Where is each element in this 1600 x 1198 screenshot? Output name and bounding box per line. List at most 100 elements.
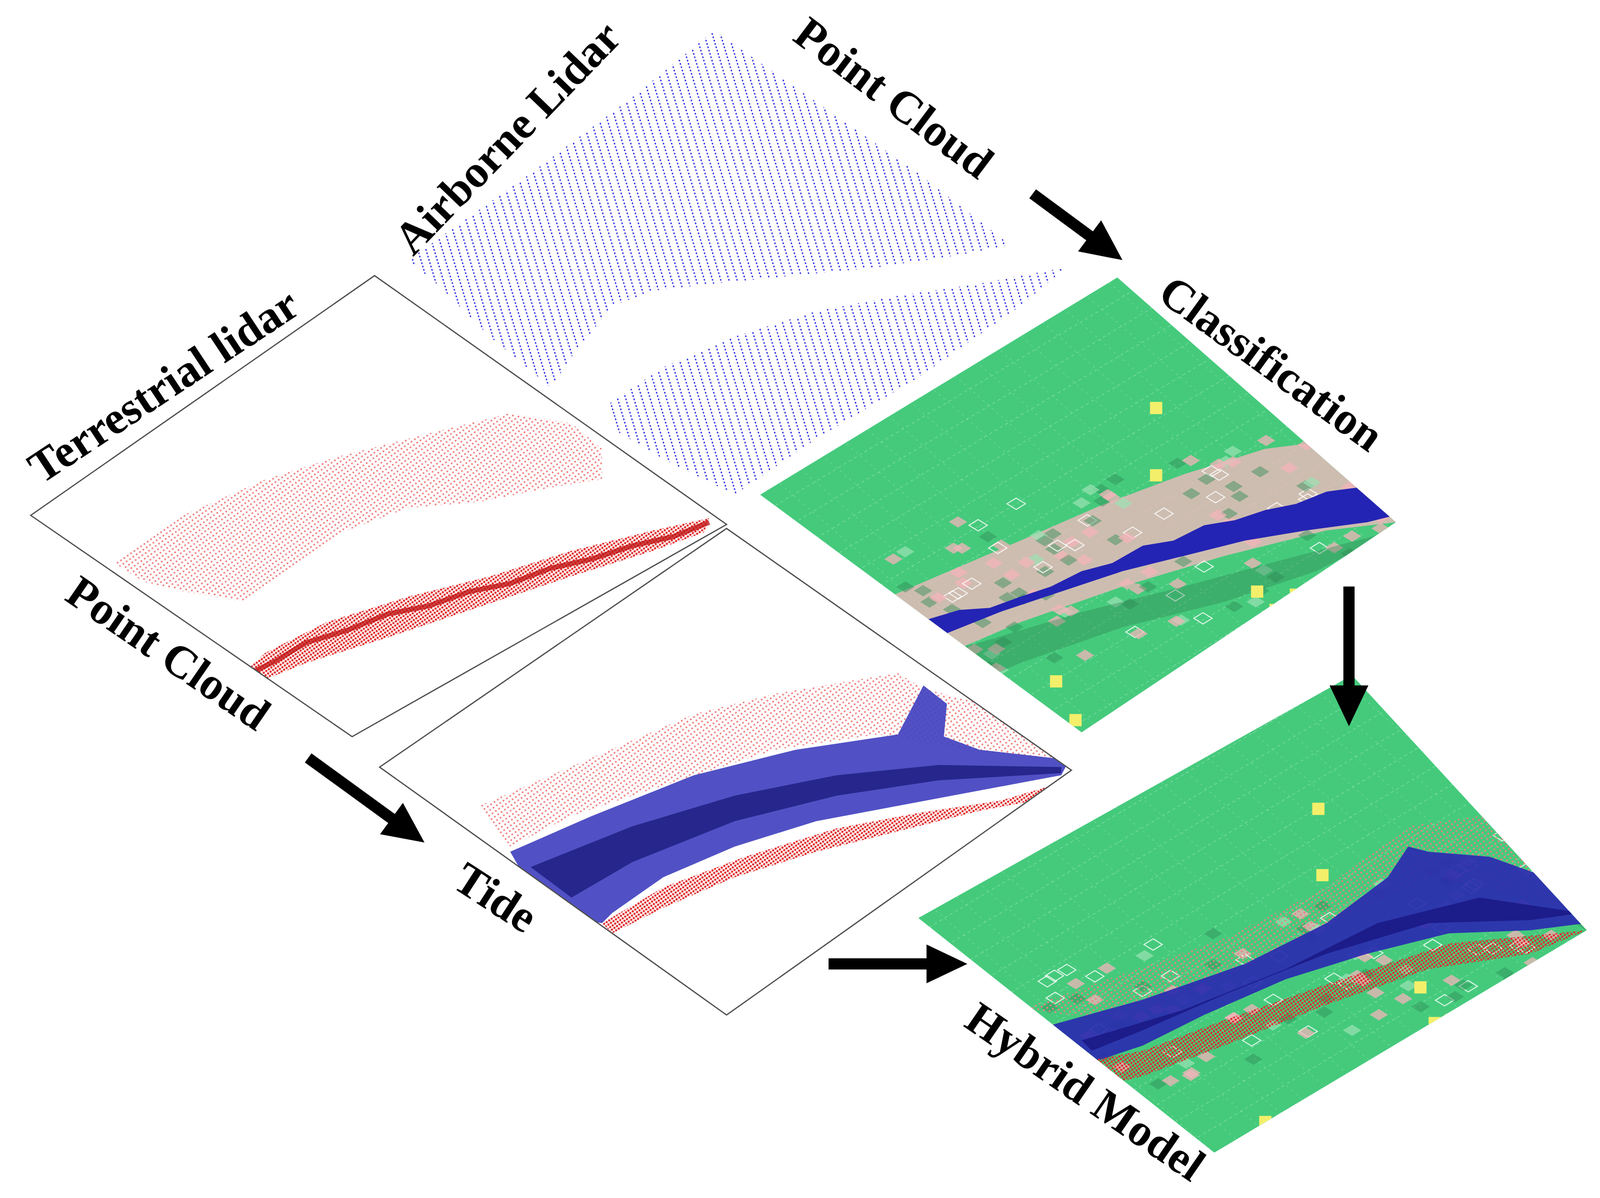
building-cell bbox=[1428, 1017, 1441, 1030]
class-cell bbox=[902, 608, 921, 620]
class-cell bbox=[1129, 628, 1149, 640]
building-cell bbox=[1312, 803, 1325, 816]
class-cell bbox=[978, 531, 998, 543]
class-cell bbox=[988, 542, 1007, 554]
lower-bank-points bbox=[234, 518, 709, 687]
classification-grid bbox=[714, 255, 1429, 766]
class-cell bbox=[1117, 532, 1137, 544]
class-cell bbox=[1193, 612, 1213, 625]
class-cell bbox=[1083, 515, 1103, 527]
panel-border bbox=[918, 675, 1587, 1153]
terrestrial-point-cloud-panel: Terrestrial lidarPoint Cloud bbox=[30, 275, 727, 737]
class-cell bbox=[1251, 466, 1270, 478]
building-cell bbox=[1444, 1014, 1458, 1027]
class-cell bbox=[1138, 581, 1158, 593]
scan-line bbox=[661, 0, 821, 531]
airborne-point-cloud-panel: Airborne LidarPoint Cloud bbox=[408, 30, 1067, 495]
panel-outline bbox=[30, 275, 727, 737]
class-cell bbox=[1349, 569, 1369, 582]
class-cell bbox=[896, 609, 915, 622]
building-cell bbox=[1316, 869, 1329, 882]
scan-line bbox=[693, 0, 854, 531]
grid-lines bbox=[897, 653, 1600, 1184]
class-cell bbox=[1393, 993, 1413, 1005]
class-cell bbox=[1045, 652, 1064, 664]
building-cell bbox=[1149, 401, 1163, 415]
tide-deep-water bbox=[1081, 897, 1582, 1051]
class-cell bbox=[1495, 967, 1515, 979]
class-cell bbox=[1197, 473, 1216, 486]
building-cell bbox=[1289, 588, 1302, 601]
scan-line bbox=[595, 0, 755, 531]
class-cell bbox=[984, 557, 1003, 569]
scan-line bbox=[612, 0, 772, 531]
grid-lines bbox=[714, 255, 1429, 766]
panel-title: Classification bbox=[1151, 267, 1392, 459]
flow-arrow bbox=[1032, 193, 1123, 260]
building-cell bbox=[1251, 585, 1264, 598]
arrow-shaft bbox=[828, 958, 933, 971]
class-cell bbox=[1445, 991, 1465, 1003]
class-cell bbox=[1297, 439, 1316, 451]
class-cell bbox=[1297, 529, 1317, 542]
class-cell bbox=[939, 676, 959, 688]
grid-lines bbox=[897, 653, 1600, 1184]
class-cell bbox=[993, 577, 1013, 589]
class-cell bbox=[877, 622, 896, 635]
class-cell bbox=[1154, 508, 1174, 520]
class-cell bbox=[1337, 565, 1356, 577]
ground-class bbox=[897, 653, 1600, 1184]
building-cell bbox=[1049, 675, 1063, 688]
bank-edge bbox=[239, 522, 710, 679]
panel-subtitle: Point Cloud bbox=[58, 568, 278, 739]
class-cell bbox=[928, 592, 948, 604]
class-cell bbox=[949, 567, 968, 579]
class-cell bbox=[1035, 535, 1054, 547]
class-cell bbox=[1371, 522, 1391, 535]
grid-lines bbox=[714, 255, 1429, 766]
class-cell bbox=[1065, 539, 1085, 552]
class-cell bbox=[1002, 568, 1021, 581]
class-cell bbox=[1080, 526, 1100, 538]
class-cell bbox=[943, 590, 962, 603]
scan-line bbox=[669, 0, 829, 531]
class-cell bbox=[1354, 469, 1373, 481]
arrow-head bbox=[1329, 685, 1369, 727]
class-cell bbox=[1166, 615, 1186, 628]
class-cell bbox=[1114, 497, 1133, 510]
arrow-shaft bbox=[1032, 193, 1095, 240]
class-cell bbox=[1343, 1024, 1362, 1037]
panel-border bbox=[408, 30, 1067, 495]
class-cell bbox=[1019, 1117, 1039, 1130]
panel-title: Tide bbox=[446, 854, 546, 941]
class-cell bbox=[940, 646, 959, 658]
class-cell bbox=[1548, 810, 1567, 823]
class-cell bbox=[948, 668, 968, 680]
building-cells bbox=[1259, 803, 1458, 1129]
class-cell bbox=[943, 664, 963, 677]
class-cell bbox=[1033, 561, 1053, 573]
class-cell bbox=[1386, 453, 1405, 465]
class-cell bbox=[1006, 498, 1026, 510]
class-cell bbox=[1144, 939, 1163, 951]
class-cell bbox=[1366, 453, 1386, 465]
class-cell bbox=[896, 581, 915, 593]
class-cell bbox=[1350, 460, 1369, 473]
class-cell bbox=[962, 578, 982, 590]
building-cell bbox=[1149, 469, 1163, 482]
scan-line bbox=[620, 0, 780, 531]
class-cell bbox=[1536, 818, 1555, 830]
class-cell bbox=[910, 662, 929, 675]
scan-line bbox=[579, 0, 739, 531]
class-cell bbox=[1085, 970, 1105, 983]
class-cell bbox=[1148, 1078, 1168, 1091]
class-cell bbox=[1507, 826, 1527, 839]
class-cell bbox=[1523, 957, 1542, 969]
class-cell bbox=[1017, 556, 1036, 569]
panel-border bbox=[379, 528, 1072, 1016]
panel-outline bbox=[379, 528, 1072, 1016]
class-cell bbox=[1224, 480, 1243, 493]
class-cell bbox=[954, 652, 974, 664]
class-cell bbox=[884, 553, 903, 566]
tide-panel: Tide bbox=[379, 528, 1072, 1016]
